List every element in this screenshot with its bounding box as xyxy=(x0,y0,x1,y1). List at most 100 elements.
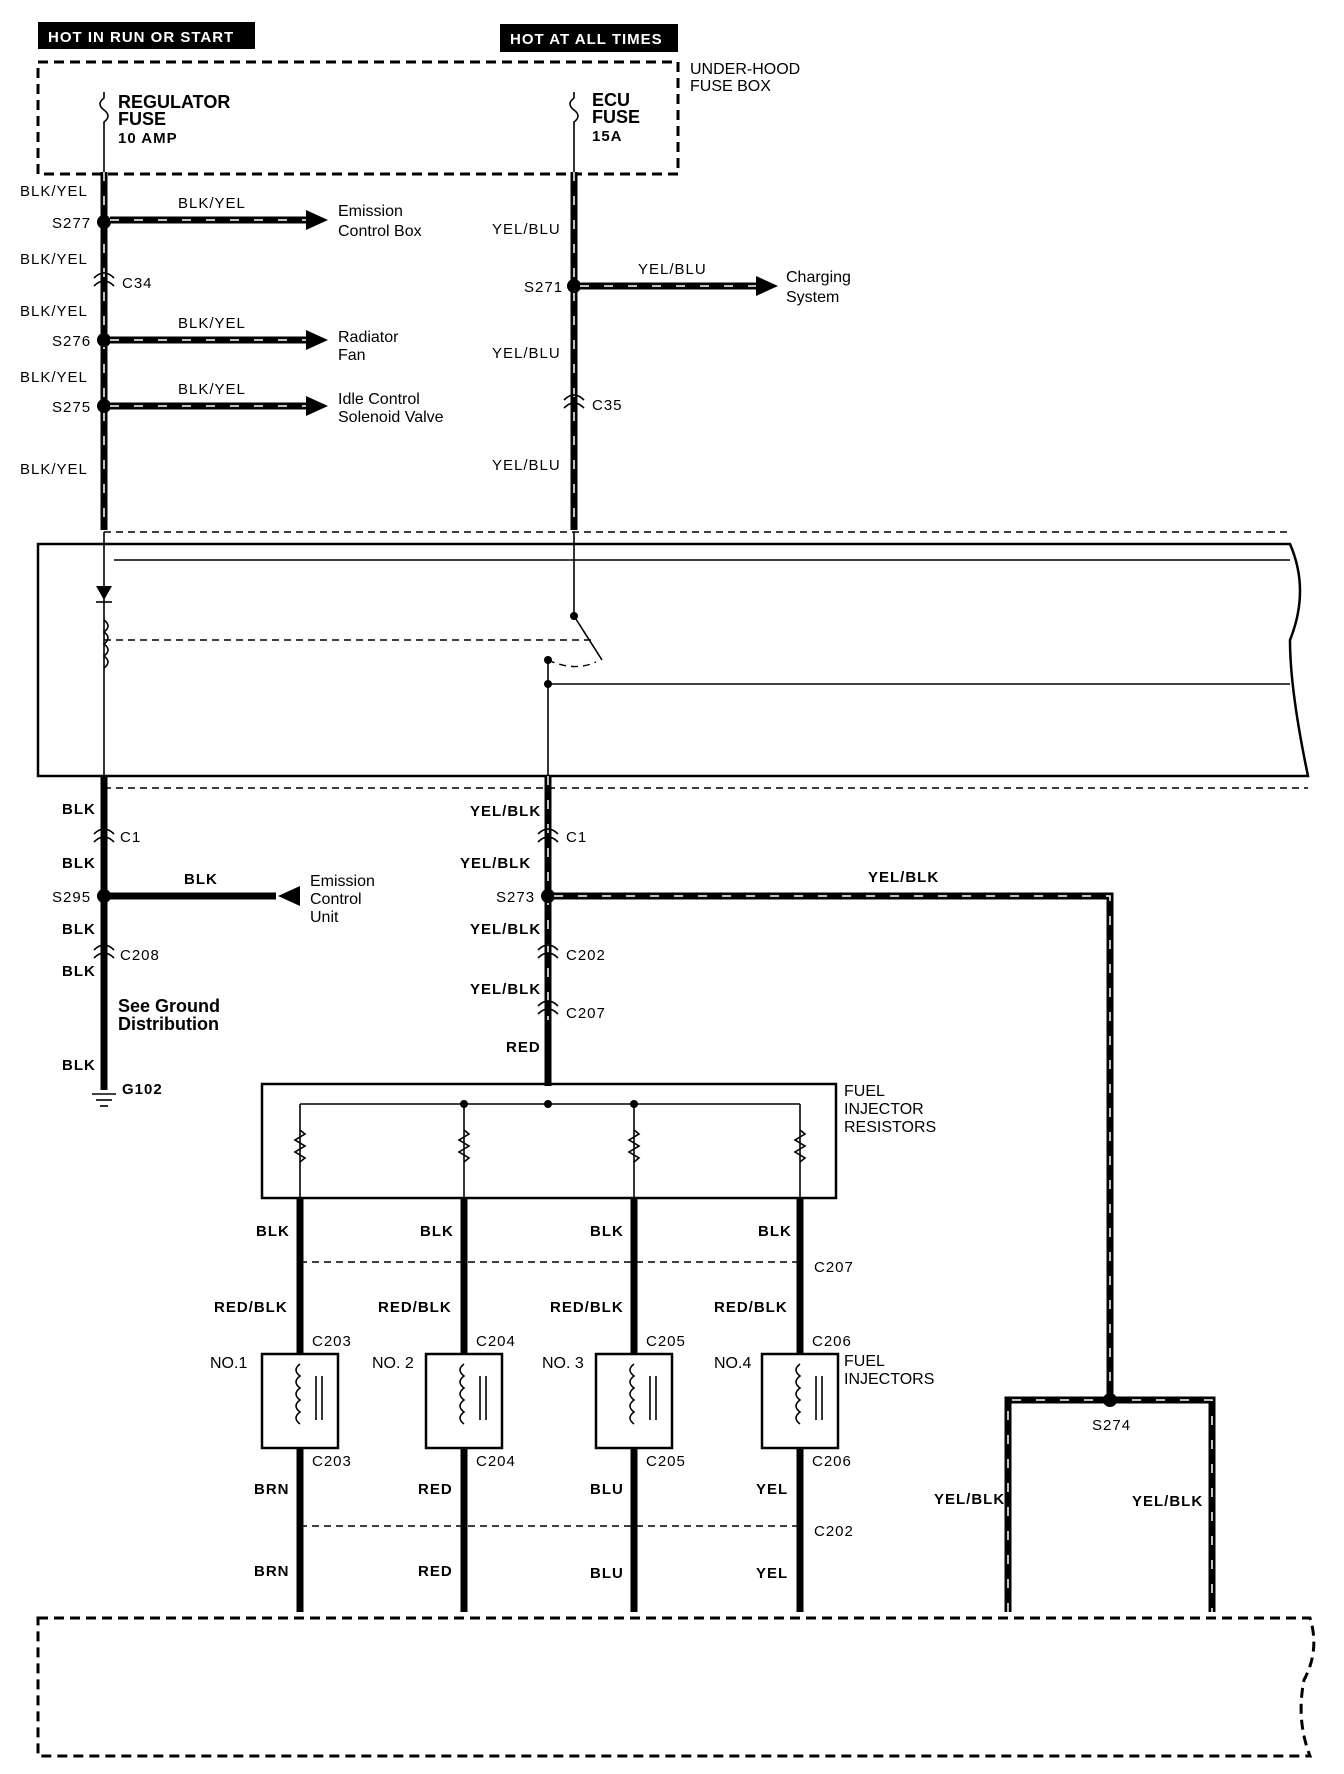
injector-1-conn-top: C203 xyxy=(312,1333,352,1350)
ground-note-1: See Ground xyxy=(118,996,220,1016)
fuse-box-title-line1: UNDER-HOOD xyxy=(690,61,800,78)
resistors-label-1: FUEL xyxy=(844,1083,885,1100)
injector-column-3: BLK RED/BLK C205 NO. 3 C205 BLU BLU xyxy=(542,1198,686,1612)
injector-1-bottom-wire: BRN xyxy=(254,1563,290,1580)
injector-3-mid-wire: RED/BLK xyxy=(550,1299,624,1316)
long-yel-blk-label: YEL/BLK xyxy=(868,869,939,886)
connector-c1-right-icon xyxy=(537,828,559,843)
left-lower-label-1: BLK xyxy=(62,801,96,818)
charging-system-2: System xyxy=(786,289,839,306)
regulator-fuse-rating: 10 AMP xyxy=(118,130,178,147)
injector-3-top-wire: BLK xyxy=(590,1223,624,1240)
connector-c35-label: C35 xyxy=(592,397,623,414)
injector-3-bottom-wire: BLU xyxy=(590,1565,624,1582)
resistors-label-2: INJECTOR xyxy=(844,1101,924,1118)
splice-s271-label: S271 xyxy=(524,279,563,296)
right-upper-label-1: YEL/BLU xyxy=(492,221,561,238)
injector-2-name: NO. 2 xyxy=(372,1355,414,1372)
injector-4-mid-wire: RED/BLK xyxy=(714,1299,788,1316)
under-hood-fuse-box xyxy=(36,60,680,176)
branch-emission-unit-label: BLK xyxy=(184,871,218,888)
splice-s275-label: S275 xyxy=(52,399,91,416)
branch-wire-label-2: BLK/YEL xyxy=(178,315,246,332)
injector-c207-label: C207 xyxy=(814,1259,854,1276)
left-lower-label-2: BLK xyxy=(62,855,96,872)
left-lower-label-3: BLK xyxy=(62,921,96,938)
injector-2-low-wire: RED xyxy=(418,1481,453,1498)
relay-block xyxy=(36,542,1310,778)
header-run-start: HOT IN RUN OR START xyxy=(48,29,234,46)
injector-1-coil-icon xyxy=(295,1363,302,1425)
emission-control-unit-1: Emission xyxy=(310,873,375,890)
right-lower-label-5: RED xyxy=(506,1039,541,1056)
injector-3-name: NO. 3 xyxy=(542,1355,584,1372)
injector-3-conn-bottom: C205 xyxy=(646,1453,686,1470)
idle-control-2: Solenoid Valve xyxy=(338,409,444,426)
splice-s276-label: S276 xyxy=(52,333,91,350)
diode-icon xyxy=(96,586,112,600)
ecu-fuse-label-1: ECU xyxy=(592,90,630,110)
resistor-4-icon xyxy=(793,1129,807,1163)
splice-s295 xyxy=(97,889,111,903)
injector-1-name: NO.1 xyxy=(210,1355,247,1372)
fuel-injector-resistors-box xyxy=(260,1082,838,1200)
splice-s273 xyxy=(541,889,555,903)
long-yel-blk-hatch xyxy=(554,895,1111,1402)
left-upper-label-3: BLK/YEL xyxy=(20,303,88,320)
branch-charging-label: YEL/BLU xyxy=(638,261,707,278)
splice-s274 xyxy=(1103,1393,1117,1407)
injector-2-coil-icon xyxy=(459,1363,466,1425)
connector-c1-right-label: C1 xyxy=(566,829,587,846)
left-upper-label-1: BLK/YEL xyxy=(20,183,88,200)
injector-1-mid-wire: RED/BLK xyxy=(214,1299,288,1316)
right-upper-label-3: YEL/BLU xyxy=(492,457,561,474)
injector-3-coil-icon xyxy=(629,1363,636,1425)
connector-c202-icon xyxy=(537,944,559,959)
injector-column-1: BLK RED/BLK C203 NO.1 C203 BRN BRN xyxy=(210,1198,352,1612)
s274-right-wire-label: YEL/BLK xyxy=(1132,1493,1203,1510)
ground-note-2: Distribution xyxy=(118,1014,219,1034)
right-lower-label-3: YEL/BLK xyxy=(470,921,541,938)
ecu-fuse-rating: 15A xyxy=(592,128,623,145)
connector-c35-icon xyxy=(563,394,585,409)
arrow-emission-control-box-icon xyxy=(306,210,328,230)
connector-c208-icon xyxy=(93,944,115,959)
connector-c34-label: C34 xyxy=(122,275,153,292)
fuel-injectors-label-2: INJECTORS xyxy=(844,1371,934,1388)
header-all-times: HOT AT ALL TIMES xyxy=(510,31,663,48)
arrow-idle-control-icon xyxy=(306,396,328,416)
splice-s274-label: S274 xyxy=(1092,1417,1131,1434)
left-upper-label-5: BLK/YEL xyxy=(20,461,88,478)
branch-wire-label-1: BLK/YEL xyxy=(178,195,246,212)
ecu-fuse-label-2: FUSE xyxy=(592,107,640,127)
connector-c1-left-icon xyxy=(93,828,115,843)
header-all-times-bg xyxy=(500,24,678,52)
resistors-label-3: RESISTORS xyxy=(844,1119,936,1136)
connector-c207-icon xyxy=(537,1000,559,1015)
injector-c202-label: C202 xyxy=(814,1523,854,1540)
splice-s277 xyxy=(97,215,111,229)
injector-4-conn-top: C206 xyxy=(812,1333,852,1350)
resistor-3-icon xyxy=(627,1129,641,1163)
connector-c207-label: C207 xyxy=(566,1005,606,1022)
regulator-fuse-label-2: FUSE xyxy=(118,109,166,129)
arrow-emission-unit-icon xyxy=(278,886,300,906)
emission-control-unit-2: Control xyxy=(310,891,362,908)
splice-s273-label: S273 xyxy=(496,889,535,906)
injector-4-top-wire: BLK xyxy=(758,1223,792,1240)
ecu-fuse-icon xyxy=(569,92,579,130)
injector-1-top-wire: BLK xyxy=(256,1223,290,1240)
arrow-radiator-fan-icon xyxy=(306,330,328,350)
regulator-fuse-icon xyxy=(99,92,109,130)
connector-c208-label: C208 xyxy=(120,947,160,964)
injector-3-conn-top: C205 xyxy=(646,1333,686,1350)
fuel-injectors-label-1: FUEL xyxy=(844,1353,885,1370)
emission-control-unit-3: Unit xyxy=(310,909,339,926)
connector-c202-label: C202 xyxy=(566,947,606,964)
left-lower-label-4: BLK xyxy=(62,963,96,980)
injector-2-mid-wire: RED/BLK xyxy=(378,1299,452,1316)
resistor-bus-node-2 xyxy=(544,1100,552,1108)
injector-1-conn-bottom: C203 xyxy=(312,1453,352,1470)
idle-control-1: Idle Control xyxy=(338,391,420,408)
